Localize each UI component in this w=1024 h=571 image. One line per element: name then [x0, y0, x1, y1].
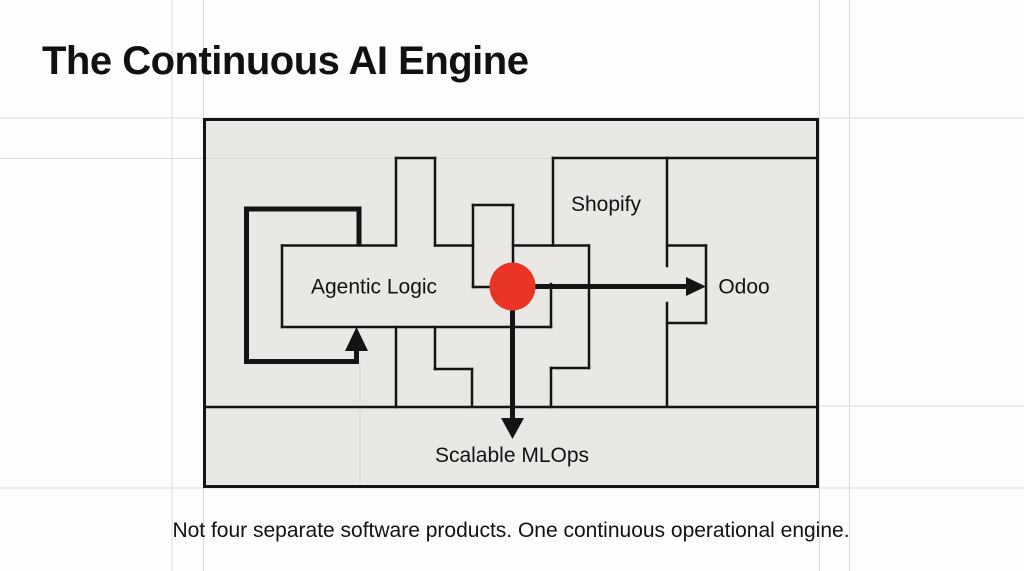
- arrow-to-mlops: [501, 296, 524, 439]
- label-scalable-mlops: Scalable MLOps: [435, 444, 589, 467]
- mlops-arrowhead: [501, 418, 524, 439]
- arrow-to-odoo: [530, 277, 706, 296]
- slide-title: The Continuous AI Engine: [42, 39, 528, 83]
- odoo-arrowhead: [686, 277, 706, 296]
- puzzle-piece-lines: [280, 156, 818, 409]
- hub-dot: [489, 262, 536, 311]
- diagram-panel-border: [203, 118, 819, 488]
- label-shopify: Shopify: [571, 193, 642, 216]
- feedback-loop-arrow: [244, 206, 368, 364]
- label-odoo: Odoo: [718, 276, 769, 299]
- label-agentic-logic: Agentic Logic: [311, 276, 437, 299]
- loop-arrowhead-up: [345, 327, 368, 351]
- slide-caption: Not four separate software products. One…: [172, 519, 849, 542]
